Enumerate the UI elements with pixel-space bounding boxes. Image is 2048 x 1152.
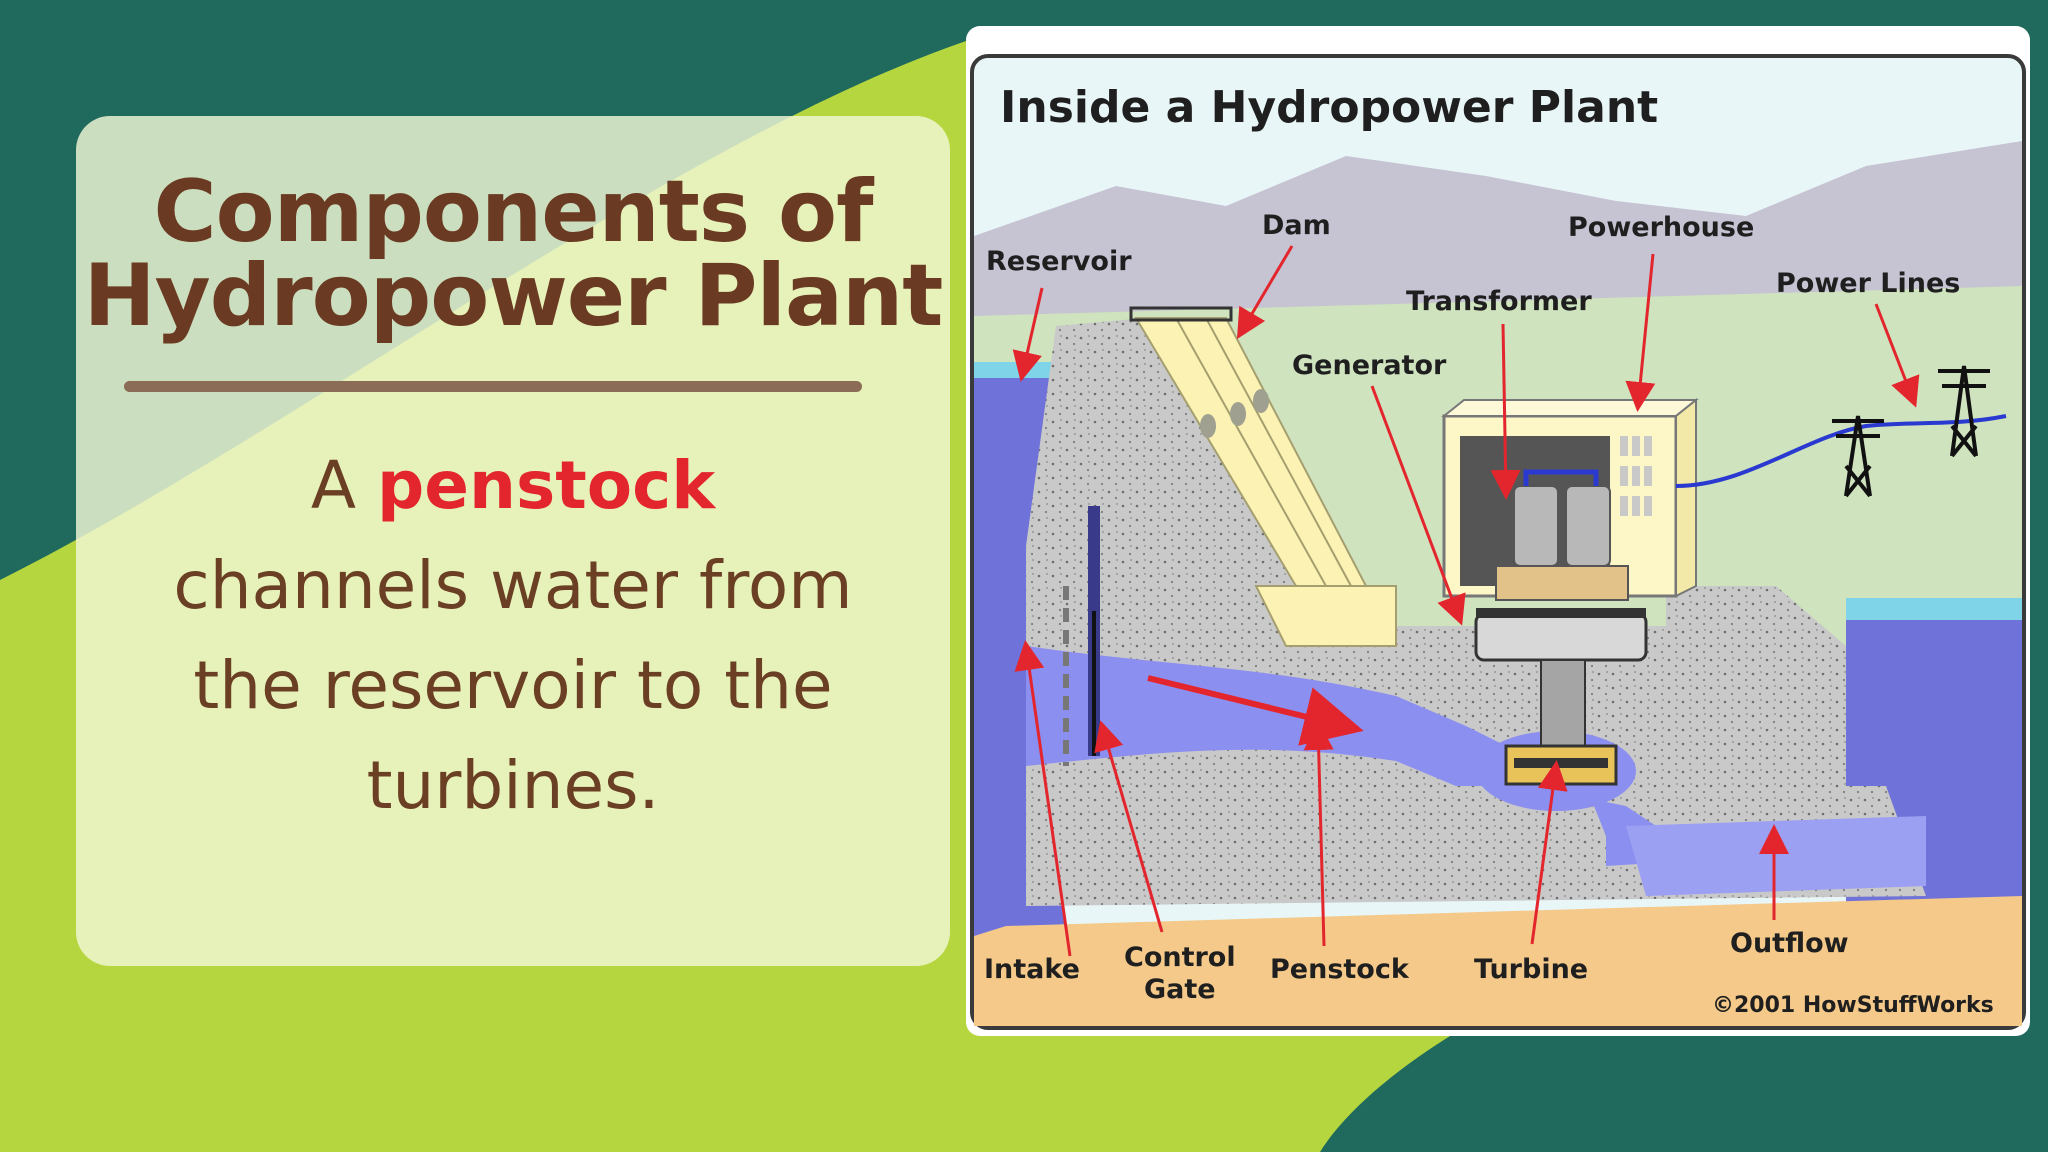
label-penstock: Penstock (1270, 954, 1410, 985)
title-line-1: Components of (153, 162, 874, 262)
ground (974, 896, 2022, 1026)
copyright-text: ©2001 HowStuffWorks (1712, 993, 1994, 1018)
body-line-1: A penstock (76, 436, 950, 536)
label-power-lines: Power Lines (1776, 268, 1960, 299)
label-control-gate-1: Control (1124, 942, 1236, 973)
label-control-gate-2: Gate (1144, 974, 1216, 1005)
label-generator: Generator (1292, 350, 1447, 381)
body-line-4: turbines. (366, 747, 660, 824)
title-divider (124, 381, 862, 392)
diagram-illustration: Inside a Hydropower Plant Reservoir Dam … (970, 54, 2026, 1030)
dam-structure (1026, 318, 1926, 906)
flow-arrow (1147, 675, 1364, 746)
label-powerhouse: Powerhouse (1568, 212, 1754, 243)
label-outflow: Outflow (1730, 928, 1849, 959)
slide-title: Components of Hydropower Plant (76, 162, 950, 346)
transformer-unit (1513, 485, 1559, 567)
body-line-3: the reservoir to the (193, 647, 833, 724)
label-intake: Intake (984, 954, 1080, 985)
body-prefix: A (310, 447, 377, 524)
pylon (1832, 365, 1990, 498)
label-turbine: Turbine (1474, 954, 1588, 985)
title-line-2: Hydropower Plant (83, 246, 944, 346)
label-dam: Dam (1262, 210, 1331, 241)
body-line-2: channels water from (173, 547, 853, 624)
text-card (76, 116, 950, 966)
label-reservoir: Reservoir (986, 246, 1132, 277)
generator-unit (1474, 612, 1648, 662)
hydropower-diagram: Inside a Hydropower Plant Reservoir Dam … (966, 26, 2030, 1036)
highlight-penstock: penstock (376, 447, 716, 524)
penstock-pipe (1026, 646, 1506, 786)
slide-body-text: A penstock channels water from the reser… (76, 436, 950, 836)
diagram-title: Inside a Hydropower Plant (1000, 82, 1658, 133)
label-transformer: Transformer (1406, 286, 1592, 317)
